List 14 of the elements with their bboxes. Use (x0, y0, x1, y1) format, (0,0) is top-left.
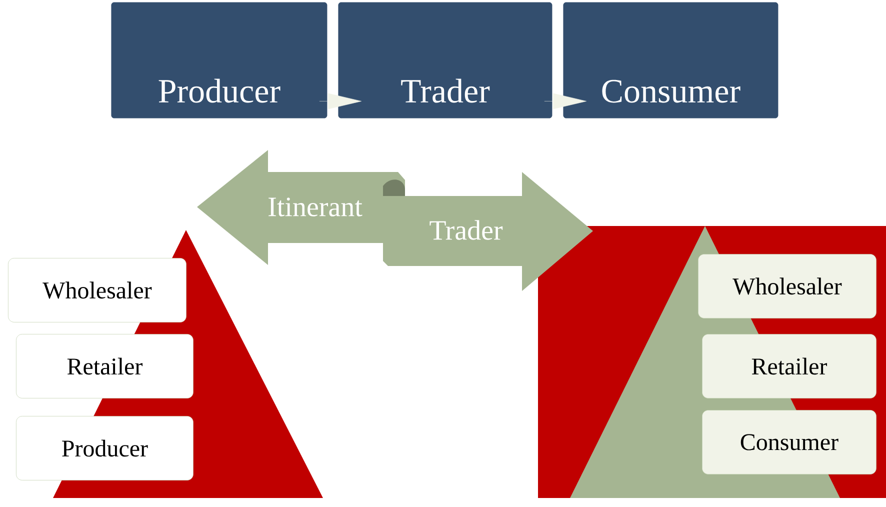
process-box: Trader (338, 2, 552, 118)
node-label: Itinerant (268, 198, 362, 216)
label-box: Wholesaler (698, 254, 876, 318)
arrow (319, 93, 362, 110)
process-box: Producer (111, 2, 328, 118)
label-box: Wholesaler (8, 258, 186, 322)
process-box: Consumer (563, 2, 778, 118)
node-label: Trader (430, 220, 503, 240)
label-box: Consumer (702, 410, 876, 474)
label-box: Retailer (702, 334, 876, 398)
label-box: Producer (16, 416, 194, 480)
label-box: Retailer (16, 334, 194, 398)
arrow (544, 93, 586, 110)
scroll-banner: Trader (383, 172, 593, 291)
